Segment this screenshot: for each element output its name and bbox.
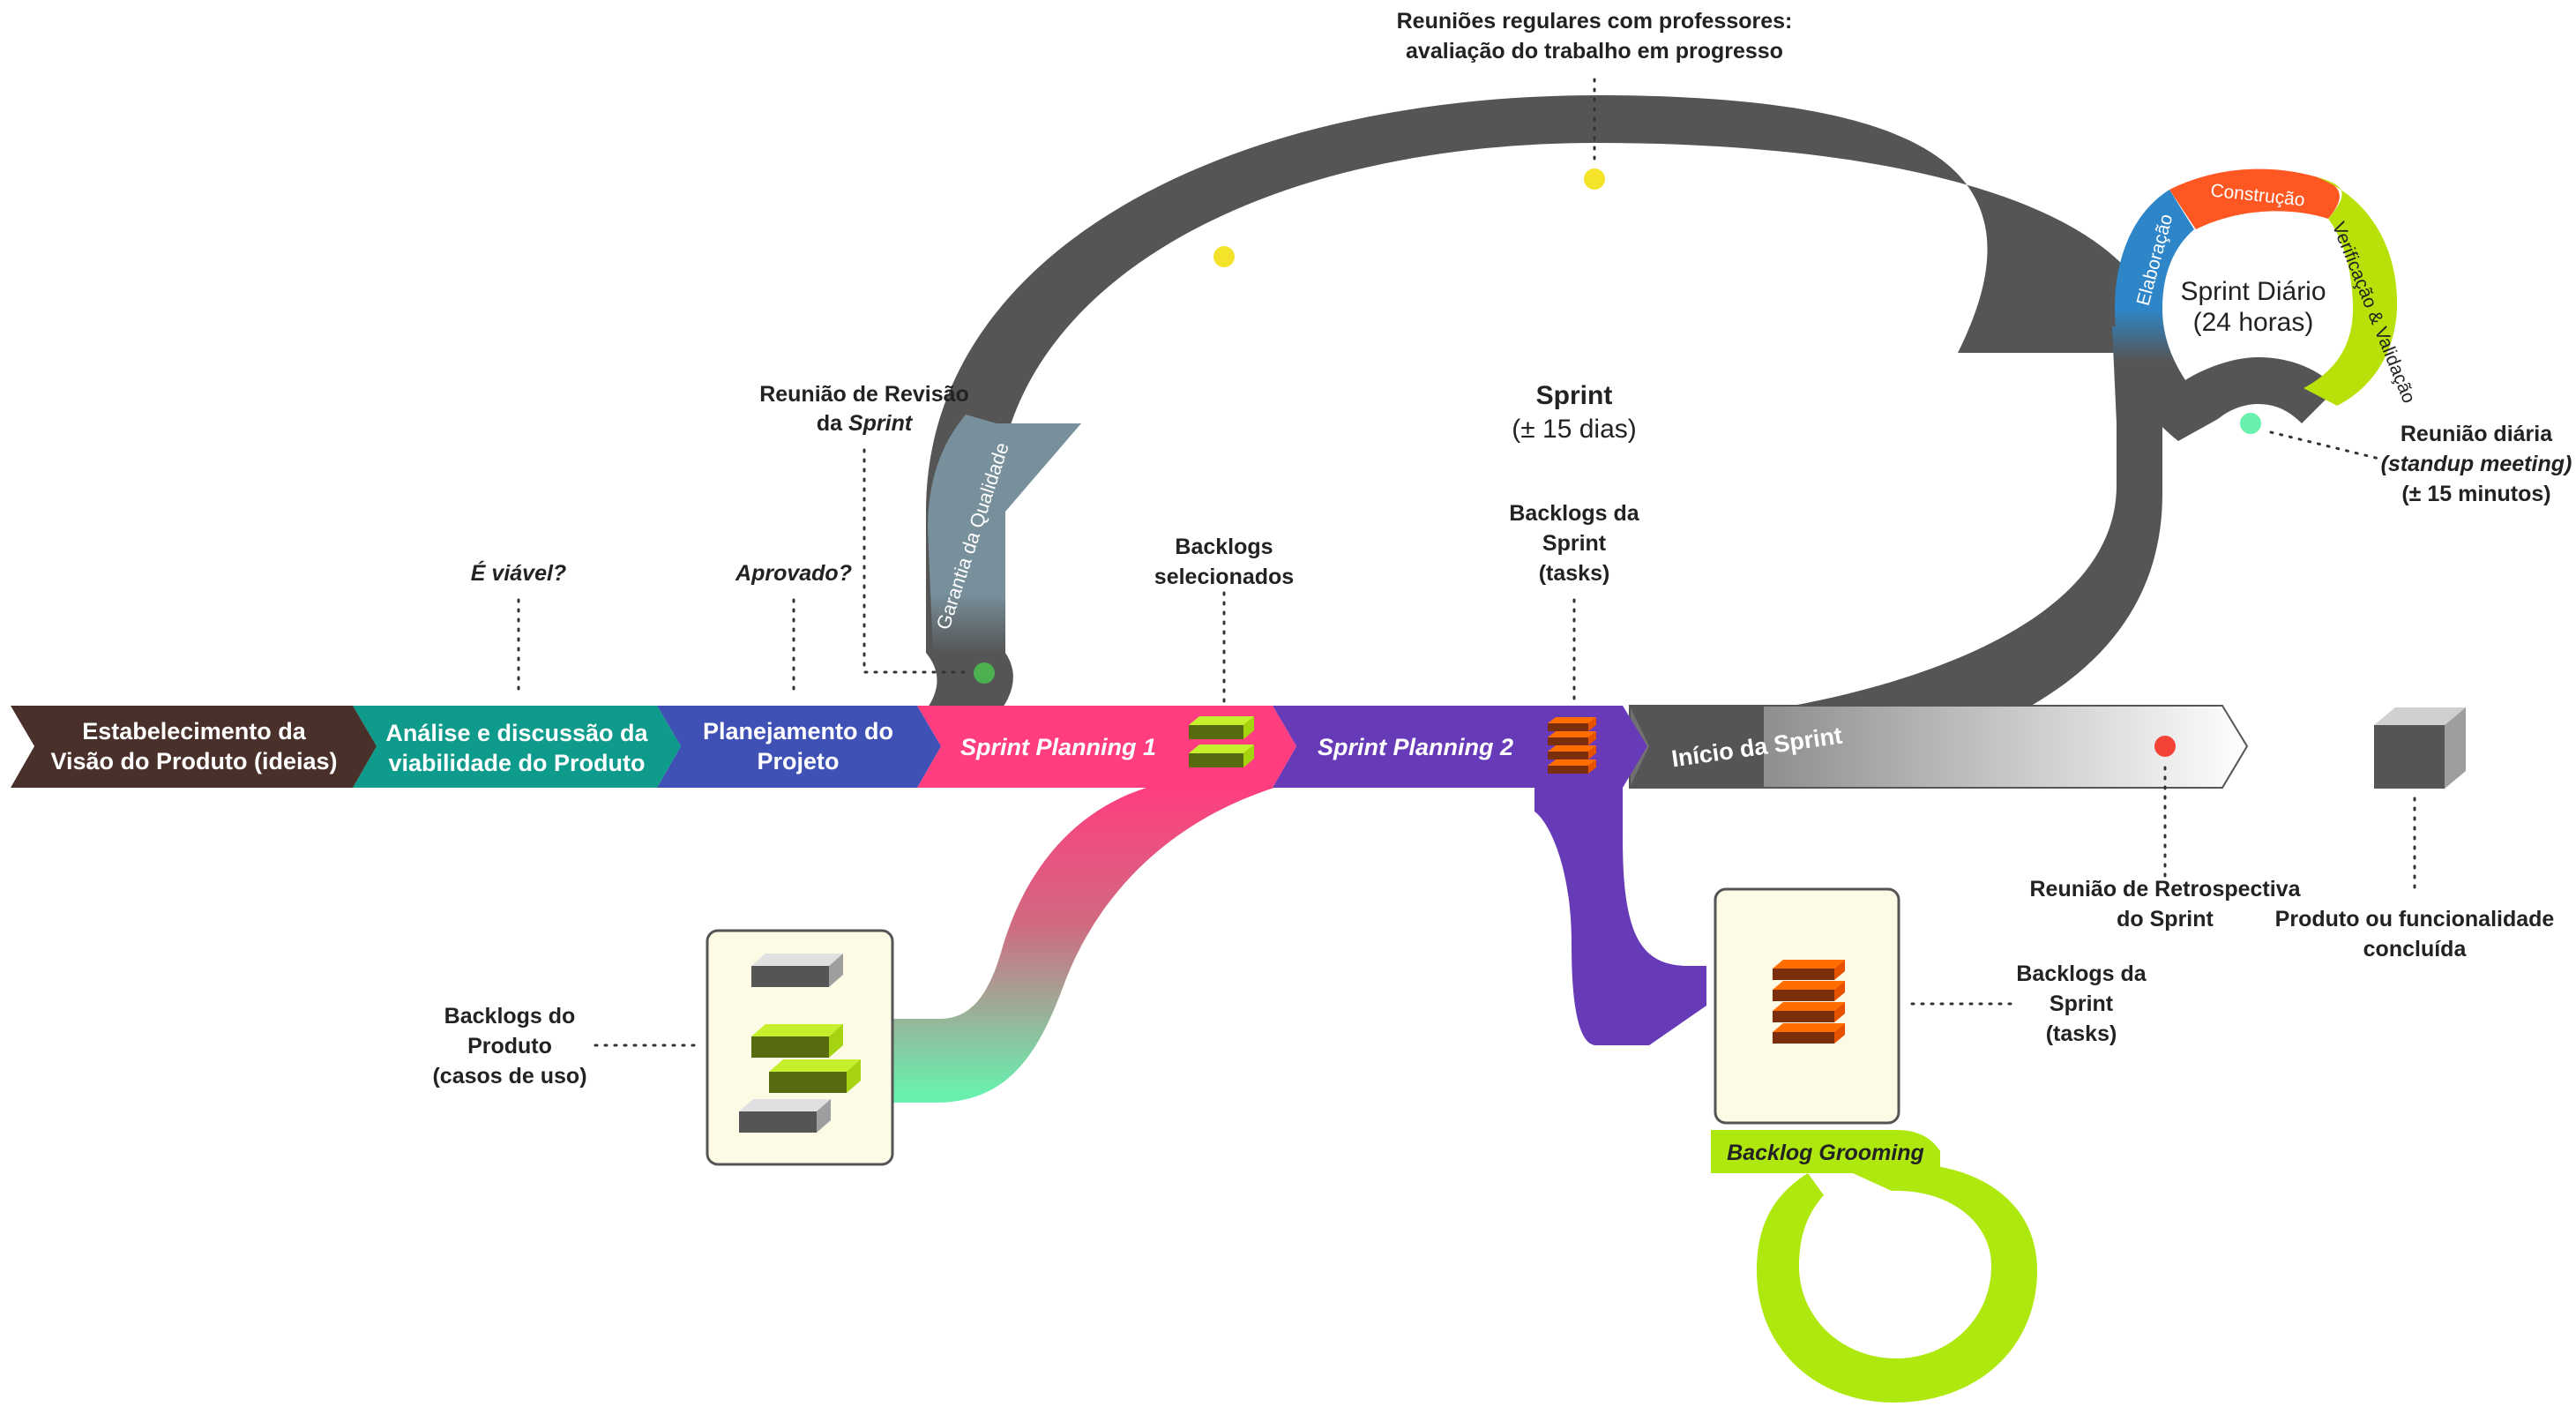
sprint-duration: (± 15 dias) [1512, 415, 1637, 444]
product-backlogs-line1: Backlogs do [444, 1004, 576, 1029]
purple-branch [1534, 788, 1706, 1045]
feasible-label: É viável? [471, 560, 566, 586]
chevron-analysis [353, 706, 681, 788]
selected-backlogs-line1: Backlogs [1175, 535, 1273, 559]
sprint-backlogs-top-line1: Backlogs da [1509, 501, 1639, 526]
daily-sprint-title: Sprint Diário [2180, 277, 2326, 306]
chevron-planning [657, 706, 941, 788]
sprint-backlogs-bottom-line2: Sprint [2050, 991, 2114, 1016]
selected-backlogs-line2: selecionados [1154, 565, 1294, 589]
regular-meetings-line2: avaliação do trabalho em progresso [1406, 39, 1783, 64]
chevron-vision [11, 706, 377, 788]
sprint-backlogs-icon [1548, 717, 1596, 774]
loop-join [1630, 423, 2162, 788]
chevron-planning-line1: Planejamento do [703, 718, 893, 744]
sprint-title: Sprint [1536, 381, 1613, 410]
sprint-backlogs-top-line2: Sprint [1542, 531, 1607, 556]
product-backlogs-line2: Produto [467, 1034, 552, 1059]
regular-meetings-line1: Reuniões regulares com professores: [1397, 9, 1793, 34]
product-backlog-box [706, 929, 894, 1166]
approved-label: Aprovado? [735, 561, 852, 586]
review-meeting-dot [974, 662, 995, 684]
sprint-backlogs-top-line3: (tasks) [1539, 561, 1610, 586]
sprint-backlogs-bottom-line3: (tasks) [2046, 1021, 2117, 1046]
chevron-vision-line1: Estabelecimento da [82, 718, 307, 744]
connector-daily [2269, 430, 2381, 460]
product-backlogs-line3: (casos de uso) [432, 1064, 586, 1089]
chevron-sprint-planning-1-label: Sprint Planning 1 [960, 734, 1156, 760]
retrospective-dot [2154, 736, 2176, 757]
chevron-sprint-start-head [1630, 706, 1764, 788]
grooming-banner [1711, 1130, 1940, 1173]
daily-ring-base [2174, 357, 2337, 423]
finished-product-line2: concluída [2363, 937, 2468, 961]
retrospective-line2: do Sprint [2117, 907, 2214, 931]
daily-meeting-line2: (standup meeting) [2381, 452, 2572, 476]
backlog-grooming: Backlog Grooming [1711, 1130, 2037, 1403]
daily-meeting-line1: Reunião diária [2401, 422, 2553, 446]
process-lane: Estabelecimento da Visão do Produto (ide… [11, 705, 2249, 789]
chevron-analysis-line2: viabilidade do Produto [388, 750, 645, 776]
chevron-sprint-planning-2-label: Sprint Planning 2 [1318, 734, 1513, 760]
chevron-planning-line2: Projeto [757, 748, 839, 774]
sprint-backlog-box [1714, 887, 1900, 1125]
finished-product-line1: Produto ou funcionalidade [2275, 907, 2555, 931]
quality-assurance-band [928, 415, 1081, 710]
sprint-backlogs-bottom-line1: Backlogs da [2016, 961, 2147, 986]
chevron-analysis-line1: Análise e discussão da [385, 720, 648, 746]
finished-product-cube [2374, 707, 2466, 789]
regular-meeting-dot-2 [1213, 246, 1235, 267]
daily-ring-left-lower [2115, 309, 2218, 441]
daily-sprint-duration: (24 horas) [2193, 308, 2314, 337]
chevron-vision-line2: Visão do Produto (ideias) [50, 748, 337, 774]
sprint-loop [926, 95, 2162, 788]
retrospective-line1: Reunião de Retrospectiva [2029, 877, 2301, 902]
review-meeting-label-line2: da Sprint [817, 411, 914, 436]
daily-ring-elaboration [2115, 190, 2194, 309]
planning-branch [869, 788, 1274, 1103]
backlog-grooming-label: Backlog Grooming [1727, 1141, 1924, 1165]
daily-ring-construction [2169, 168, 2340, 229]
connector-review [862, 448, 967, 674]
regular-meeting-dot-1 [1584, 168, 1605, 190]
selected-backlogs-icon [1189, 716, 1254, 767]
review-meeting-label-line1: Reunião de Revisão [759, 382, 969, 407]
daily-meeting-line3: (± 15 minutos) [2401, 482, 2550, 506]
daily-meeting-dot [2240, 413, 2261, 434]
daily-ring-verification [2303, 176, 2398, 406]
daily-sprint: Elaboração Construção Verificação & Vali… [2115, 168, 2419, 441]
grooming-ring [1757, 1163, 2037, 1403]
